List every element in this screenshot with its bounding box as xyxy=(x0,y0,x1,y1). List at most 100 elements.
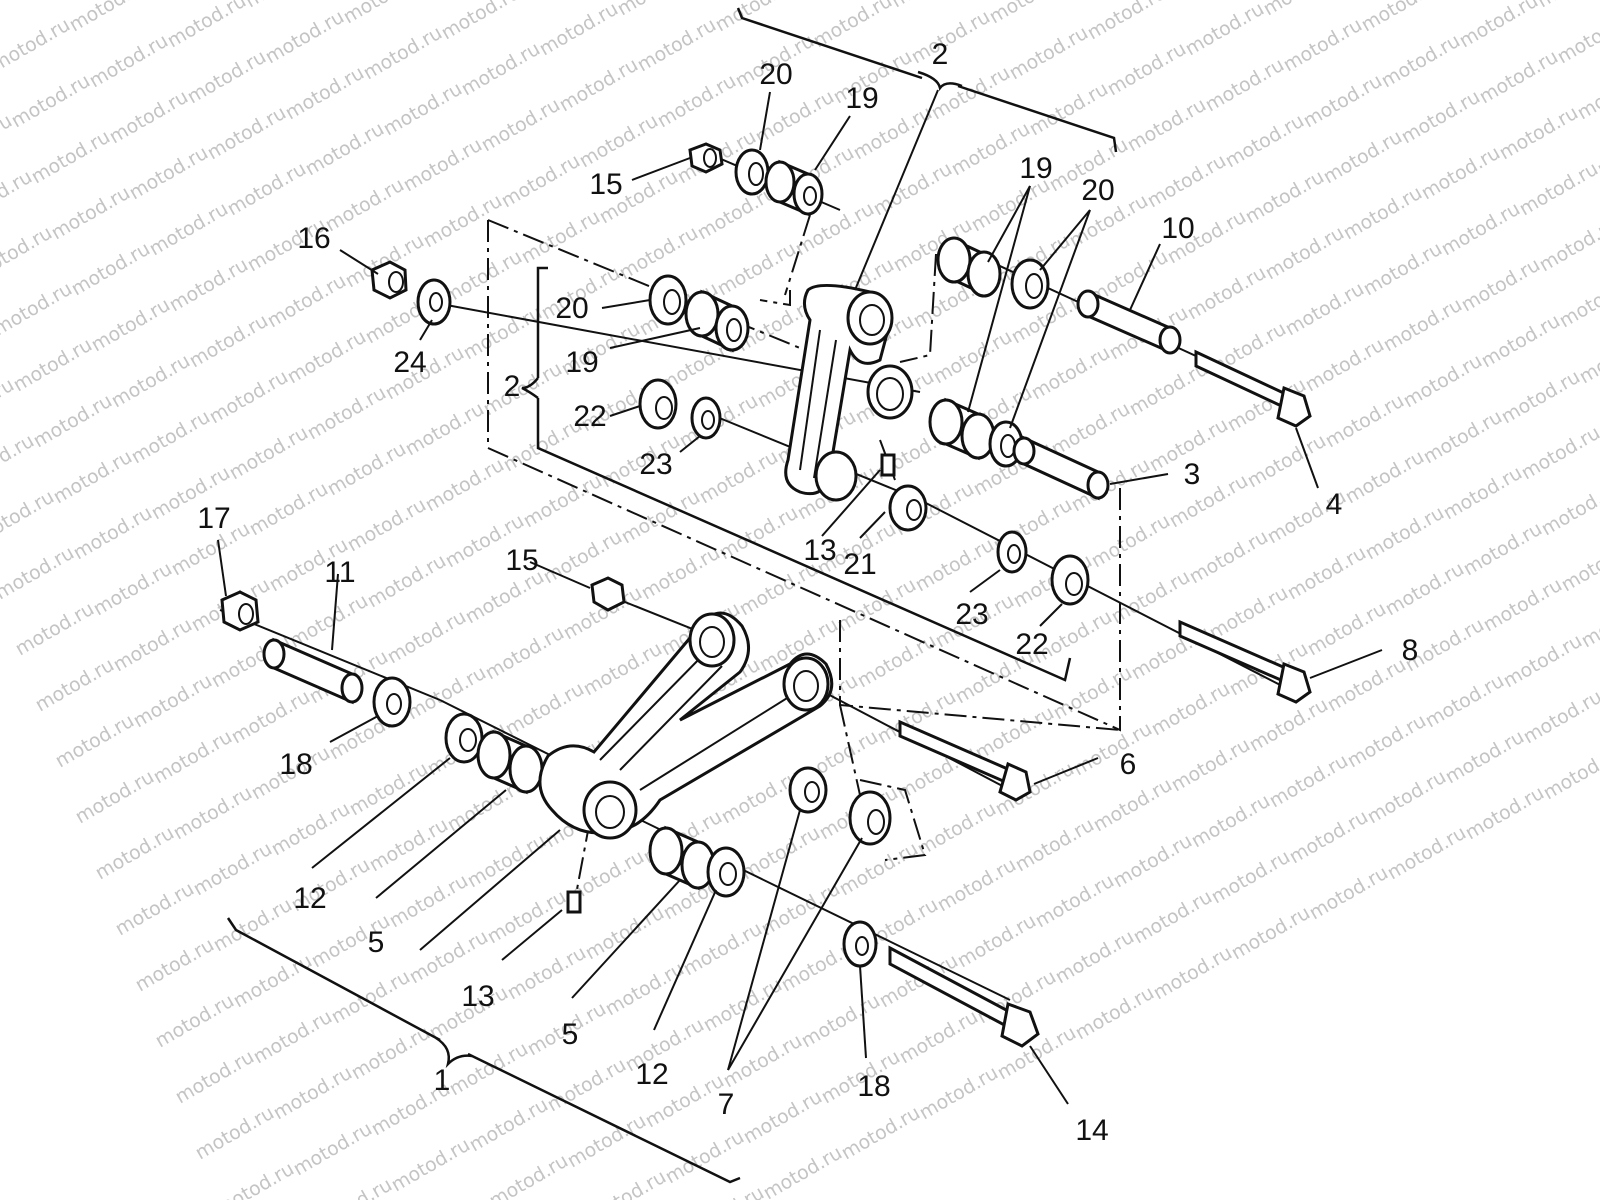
watermark-text: motod.ru xyxy=(438,0,524,44)
watermark-text: motod.ru xyxy=(1144,150,1230,213)
watermark-text: motod.ru xyxy=(1260,0,1346,20)
callout-19-a: 19 xyxy=(845,82,878,115)
bolt-14 xyxy=(888,945,1040,1048)
callout-20-b: 20 xyxy=(1081,174,1114,207)
callout-23-b: 23 xyxy=(955,598,988,631)
watermark-text: motod.ru xyxy=(1460,518,1546,581)
watermark-text: motod.ru xyxy=(1302,334,1388,397)
watermark-text: motod.ru xyxy=(1516,158,1600,221)
watermark-text: motod.ru xyxy=(50,446,136,509)
watermark-text: motod.ru xyxy=(1148,678,1234,741)
leader-lines xyxy=(217,89,1383,1105)
watermark-text: motod.ru xyxy=(576,110,662,173)
watermark-text: motod.ru xyxy=(1168,734,1254,797)
watermark-text: motod.ru xyxy=(264,270,350,333)
sleeve-10 xyxy=(1076,289,1182,355)
watermark-text: motod.ru xyxy=(52,710,138,773)
watermark-text: motod.ru xyxy=(206,366,292,429)
watermark-text: motod.ru xyxy=(1518,422,1600,485)
callout-20-c: 20 xyxy=(555,292,588,325)
sleeve-3 xyxy=(1012,435,1110,501)
seal-12-right xyxy=(706,846,746,898)
watermark-text: motod.ru xyxy=(284,326,370,389)
watermark-text: motod.ru xyxy=(1382,558,1468,621)
watermark-text: motod.ru xyxy=(360,22,446,85)
watermark-text: motod.ru xyxy=(498,150,584,213)
watermark-text: motod.ru xyxy=(916,1062,1002,1125)
watermark-text: motod.ru xyxy=(1186,526,1272,589)
collar-7-left xyxy=(788,766,828,814)
bearing-19-top xyxy=(764,159,824,217)
watermark-text: motod.ru xyxy=(654,70,740,133)
watermark-text: motod.ru xyxy=(1342,446,1428,509)
watermark-text: motod.ru xyxy=(712,0,798,36)
callout-8: 8 xyxy=(1402,634,1419,667)
watermark-text: motod.ru xyxy=(1206,582,1292,645)
watermark-text: motod.ru xyxy=(1032,870,1118,933)
watermark-text: motod.ru xyxy=(1104,38,1190,101)
watermark-text: motod.ru xyxy=(616,222,702,285)
watermark-text: motod.ru xyxy=(854,630,940,693)
bearing-19-mid xyxy=(684,289,750,353)
watermark-text: motod.ru xyxy=(1110,830,1196,893)
watermark-text: motod.ru xyxy=(1124,94,1210,157)
callout-4: 4 xyxy=(1326,488,1343,521)
callout-2-left: 2 xyxy=(504,370,521,403)
watermark-text: motod.ru xyxy=(1208,846,1294,909)
callout-16: 16 xyxy=(297,222,330,255)
watermark-text: motod.ru xyxy=(930,326,1016,389)
watermark-text: motod.ru xyxy=(1554,6,1600,69)
callout-23-a: 23 xyxy=(639,448,672,481)
watermark-text: motod.ru xyxy=(290,1118,376,1181)
bracket-2-top xyxy=(736,7,1118,153)
watermark-text: motod.ru xyxy=(1202,54,1288,117)
watermark-text: motod.ru xyxy=(700,974,786,1037)
lower-assembly xyxy=(220,576,1040,1048)
watermark-text: motod.ru xyxy=(1162,0,1248,4)
watermark-text: motod.ru xyxy=(1558,534,1600,597)
watermark-text: motod.ru xyxy=(30,390,116,453)
watermark-text: motod.ru xyxy=(1500,630,1586,693)
watermark-text: motod.ru xyxy=(66,0,152,36)
callout-18-b: 18 xyxy=(857,1070,890,1103)
bracket-1-tip xyxy=(435,1036,473,1069)
watermark-text: motod.ru xyxy=(1090,774,1176,837)
watermark-text: motod.ru xyxy=(364,550,450,613)
watermark-text: motod.ru xyxy=(32,654,118,717)
washer-24 xyxy=(416,278,452,326)
watermark-text: motod.ru xyxy=(228,686,314,749)
seal-20-mid xyxy=(648,274,688,326)
callout-14: 14 xyxy=(1075,1114,1108,1147)
watermark-text: motod.ru xyxy=(210,894,296,957)
watermark-text: motod.ru xyxy=(224,158,310,221)
watermark-text: motod.ru xyxy=(1012,814,1098,877)
collar-22-left xyxy=(638,378,678,430)
callout-7: 7 xyxy=(718,1088,735,1121)
watermark-text: motod.ru xyxy=(738,822,824,885)
watermark-text: motod.ru xyxy=(1456,0,1542,52)
watermark-text: motod.ru xyxy=(1130,886,1216,949)
watermark-text: motod.ru xyxy=(760,1142,846,1200)
watermark-text: motod.ru xyxy=(324,438,410,501)
watermark-text: motod.ru xyxy=(1478,310,1564,373)
link-plate xyxy=(784,283,914,502)
watermark-text: motod.ru xyxy=(1538,478,1600,541)
watermark-text: motod.ru xyxy=(106,86,192,149)
watermark-text: motod.ru xyxy=(152,990,238,1053)
callout-19-c: 19 xyxy=(565,346,598,379)
watermark-text: motod.ru xyxy=(1266,750,1352,813)
watermark-text: motod.ru xyxy=(282,62,368,125)
watermark-text: motod.ru xyxy=(838,1102,924,1165)
watermark-text: motod.ru xyxy=(0,278,76,341)
watermark-text: motod.ru xyxy=(190,838,276,901)
assembly-brackets xyxy=(226,7,1118,1184)
callout-21: 21 xyxy=(843,548,876,581)
watermark-text: motod.ru xyxy=(464,830,550,893)
watermark-text: motod.ru xyxy=(1262,222,1348,285)
watermark-text: motod.ru xyxy=(268,798,354,861)
seal-20-top xyxy=(734,148,770,196)
nut-16 xyxy=(370,260,408,300)
watermark-text: motod.ru xyxy=(88,294,174,357)
arm-link xyxy=(538,611,834,840)
watermark-text: motod.ru xyxy=(184,46,270,109)
